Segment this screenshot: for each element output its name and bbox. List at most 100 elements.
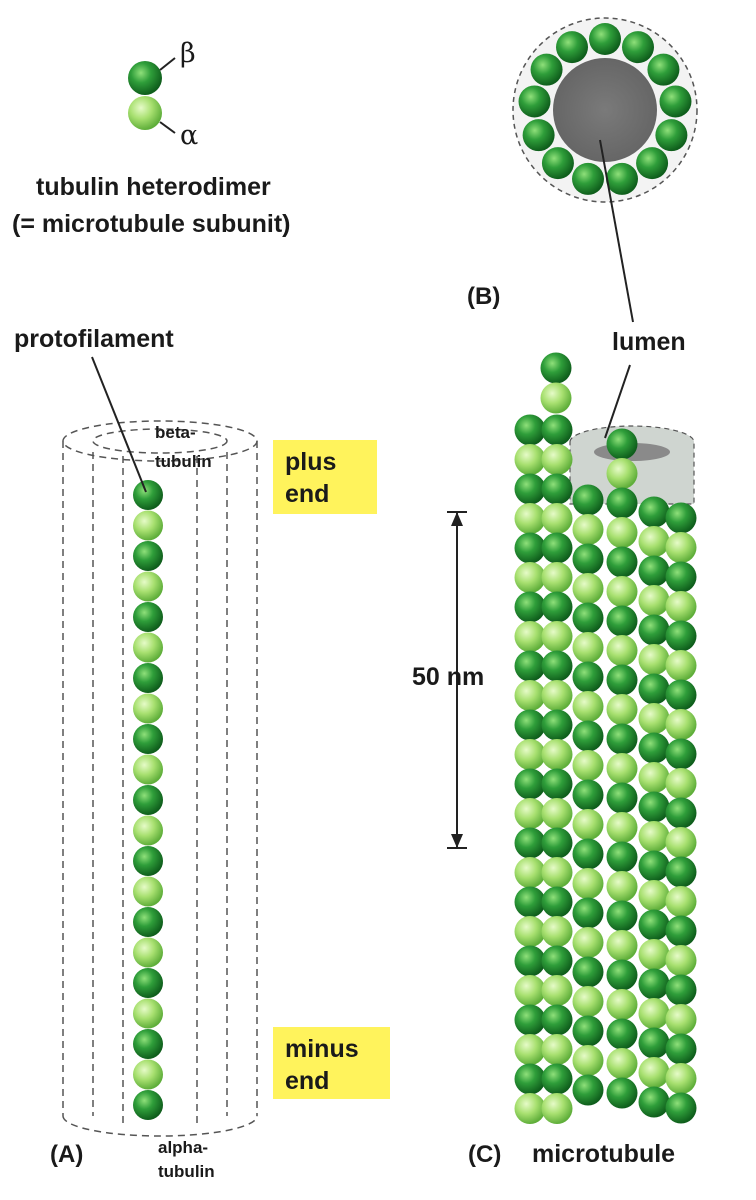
alpha-tubulin-subunit [606,517,638,548]
cylinder-bottom [62,1115,258,1137]
beta-tubulin-subunit [665,502,697,534]
alpha-tubulin-subunit [572,1045,604,1076]
protofilament-pointer [91,356,147,493]
alpha-tubulin-subunit [133,815,163,846]
lumen-pointer-c [604,364,631,439]
alpha-tubulin-subunit [133,937,163,968]
alpha-tubulin-subunit [133,1059,163,1090]
beta-tubulin-subunit [572,956,604,988]
alpha-tubulin-subunit [514,503,546,534]
beta-tubulin-subunit [133,968,163,998]
ring-tubulin-subunit [647,53,680,86]
beta-tubulin-subunit [572,602,604,634]
beta-tubulin-subunit [638,732,670,764]
alpha-tubulin-subunit [541,857,573,888]
ring-tubulin-subunit [589,23,621,55]
alpha-tubulin-subunit [665,945,697,976]
beta-tubulin-subunit [665,974,697,1006]
beta-tubulin-subunit [572,838,604,870]
alpha-tubulin-subunit [572,927,604,958]
alpha-tubulin-subunit [638,821,670,852]
beta-tubulin-subunit [133,846,163,876]
beta-tubulin-subunit [514,414,546,446]
alpha-tubulin-subunit [514,916,546,947]
microtubule-lattice [514,352,697,1124]
beta-tubulin-subunit [541,827,573,859]
alpha-leader-line [159,121,176,134]
alpha-tubulin-subunit [133,754,163,785]
beta-tubulin-subunit [541,591,573,623]
beta-tubulin-subunit [638,555,670,587]
beta-tubulin-subunit [638,850,670,882]
ring-tubulin-subunit [655,119,688,152]
scale-bar-label: 50 nm [412,663,485,691]
plus-end-label-line1: plus [285,448,337,476]
ring-tubulin-subunit [605,162,638,195]
beta-tubulin-subunit [572,1074,604,1106]
beta-tubulin-subunit [606,782,638,814]
legend-title-line2: (= microtubule subunit) [12,210,291,238]
beta-tubulin-subunit [606,664,638,696]
beta-tubulin-subunit [541,709,573,741]
alpha-tubulin-subunit [665,827,697,858]
alpha-tubulin-subunit [514,857,546,888]
beta-tubulin-subunit [606,428,638,460]
alpha-tubulin-subunit [541,975,573,1006]
lumen-label: lumen [612,328,686,356]
beta-tubulin-subunit [540,352,572,384]
alpha-tubulin-subunit [606,458,638,489]
microtubule-cross-section [512,17,698,203]
alpha-tubulin-subunit [133,693,163,724]
beta-tubulin-subunit [606,900,638,932]
alpha-tubulin-subunit [514,798,546,829]
alpha-tubulin-subunit [133,510,163,541]
beta-tubulin-subunit [606,1018,638,1050]
minus-end-label-line2: end [285,1067,330,1095]
beta-tubulin-subunit [606,959,638,991]
minus-end-highlight [273,1027,390,1099]
legend-beta-subunit [128,61,162,95]
protofilament-column [133,480,163,1120]
alpha-tubulin-subunit [133,998,163,1029]
beta-tubulin-subunit [541,532,573,564]
beta-tubulin-subunit [638,909,670,941]
beta-symbol: β [180,38,196,69]
alpha-tubulin-subunit [541,621,573,652]
alpha-tubulin-subunit [638,939,670,970]
beta-tubulin-subunit [665,1092,697,1124]
beta-tubulin-subunit [541,1063,573,1095]
alpha-tubulin-subunit [665,650,697,681]
beta-tubulin-subunit [665,679,697,711]
alpha-tubulin-subunit [572,573,604,604]
beta-tubulin-subunit [133,724,163,754]
ring-tubulin-subunit [636,147,669,180]
dashed-cylinder [62,420,258,1137]
alpha-tubulin-subunit [665,709,697,740]
alpha-tubulin-subunit [606,1048,638,1079]
plus-end-highlight [273,440,377,514]
alpha-tubulin-subunit [638,1057,670,1088]
alpha-tubulin-subunit [665,591,697,622]
alpha-tubulin-subunit [638,880,670,911]
lumen-area [553,58,657,162]
beta-tubulin-subunit [514,886,546,918]
beta-tubulin-subunit [606,841,638,873]
alpha-tubulin-subunit [514,444,546,475]
alpha-tubulin-subunit [638,644,670,675]
alpha-tubulin-subunit [540,382,572,414]
alpha-tubulin-subunit [541,916,573,947]
beta-tubulin-subunit [638,1086,670,1118]
beta-tubulin-subunit [541,945,573,977]
beta-tubulin-subunit [514,768,546,800]
beta-tubulin-subunit [606,546,638,578]
beta-tubulin-subunit [606,1077,638,1109]
ring-tubulin-subunit [522,119,555,152]
beta-tubulin-subunit [638,614,670,646]
beta-tubulin-subunit [514,473,546,505]
alpha-tubulin-subunit [606,930,638,961]
beta-tubulin-subunit [541,414,573,446]
alpha-tubulin-subunit [638,762,670,793]
beta-tubulin-subunit [638,496,670,528]
beta-tubulin-subunit [133,663,163,693]
